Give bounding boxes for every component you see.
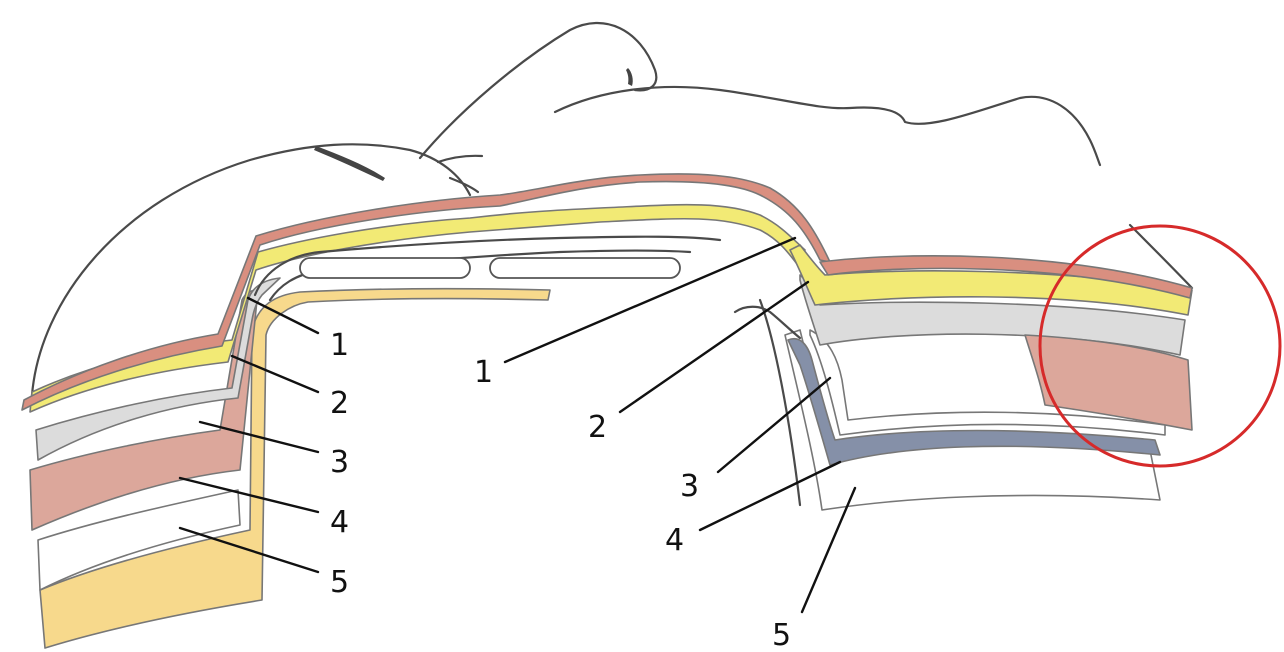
label-right-1: 1 [474, 355, 493, 390]
label-right-5: 5 [772, 618, 791, 652]
leader-right-4 [700, 462, 840, 530]
eye-crease [438, 156, 482, 162]
label-left-3: 3 [330, 445, 349, 480]
label-right-3: 3 [680, 469, 699, 504]
left-section [22, 174, 830, 648]
inner-capsule-2 [490, 258, 680, 278]
nostril-icon [626, 68, 633, 86]
eyebrow-icon [314, 146, 385, 181]
lips-contour [555, 87, 1100, 165]
number-labels: 1 2 3 4 5 1 2 3 4 5 [330, 328, 791, 652]
inner-capsule-1 [300, 258, 470, 278]
label-left-1: 1 [330, 328, 349, 363]
label-right-4: 4 [665, 523, 684, 558]
label-left-4: 4 [330, 505, 349, 540]
left-layer-2 [30, 205, 805, 412]
right-inner-edge [760, 300, 800, 505]
label-right-2: 2 [588, 410, 607, 445]
eye-lower-crease [450, 178, 478, 192]
label-left-2: 2 [330, 386, 349, 421]
label-left-5: 5 [330, 565, 349, 600]
